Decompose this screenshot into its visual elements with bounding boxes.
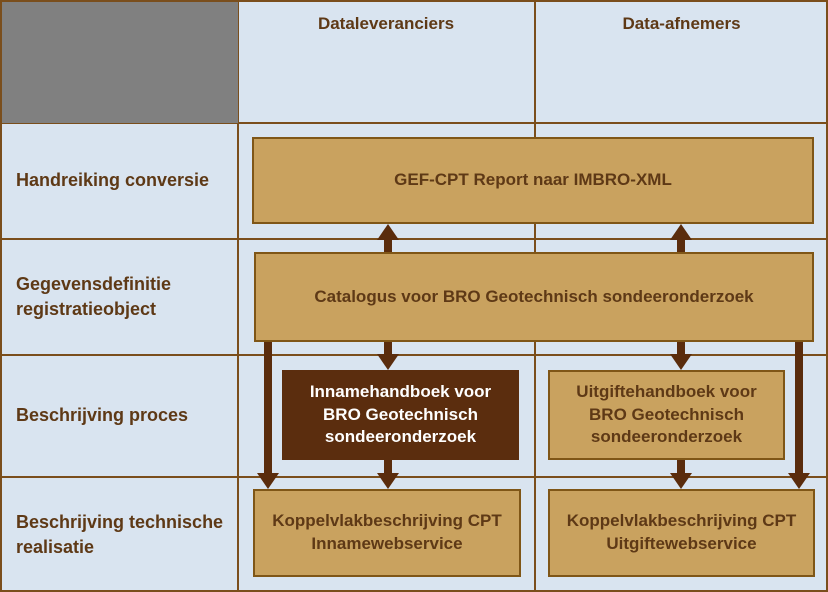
row-label-gegevensdefinitie-registratieobject: Gegevensdefinitie registratieobject xyxy=(16,274,172,319)
box-catalogus-bro-geotechnisch-sondeeronderzoek: Catalogus voor BRO Geotechnisch sondeero… xyxy=(254,252,814,342)
grid-hline-row3 xyxy=(2,354,826,356)
arrow-down-uitgiftehandboek-to-uitgiftewebservice xyxy=(670,460,692,489)
box-koppelvlakbeschrijving-cpt-innamewebservice: Koppelvlakbeschrijving CPT Innamewebserv… xyxy=(253,489,521,577)
grid-hline-row1 xyxy=(2,122,826,124)
row-label-beschrijving-technische-realisatie: Beschrijving technische realisatie xyxy=(16,512,224,557)
grid-vline-labels xyxy=(237,2,239,590)
row-label-handreiking-conversie: Handreiking conversie xyxy=(16,170,210,191)
column-header-data-afnemers: Data-afnemers xyxy=(622,14,741,33)
box-innamehandboek: Innamehandboek voor BRO Geotechnisch son… xyxy=(282,370,519,460)
arrow-up-catalog-to-conversion-right xyxy=(670,224,692,252)
arrow-down-catalog-to-uitgiftehandboek xyxy=(670,342,692,370)
box-gef-cpt-report-naar-imbro-xml: GEF-CPT Report naar IMBRO-XML xyxy=(252,137,814,224)
box-koppelvlakbeschrijving-cpt-uitgiftewebservice: Koppelvlakbeschrijving CPT Uitgiftewebse… xyxy=(548,489,815,577)
column-header-dataleveranciers: Dataleveranciers xyxy=(317,14,455,33)
arrow-down-innamehandboek-to-innamewebservice xyxy=(377,460,399,489)
arrow-up-catalog-to-conversion-left xyxy=(377,224,399,252)
box-uitgiftehandboek: Uitgiftehandboek voor BRO Geotechnisch s… xyxy=(548,370,785,460)
corner-cell xyxy=(2,2,238,123)
arrow-down-catalog-to-uitgiftewebservice-long xyxy=(788,342,810,489)
grid-hline-row4 xyxy=(2,476,826,478)
row-label-beschrijving-proces: Beschrijving proces xyxy=(16,405,189,426)
grid-hline-row2 xyxy=(2,238,826,240)
arrow-down-catalog-to-innamehandboek xyxy=(377,342,399,370)
arrow-down-catalog-to-innamewebservice-long xyxy=(257,342,279,489)
